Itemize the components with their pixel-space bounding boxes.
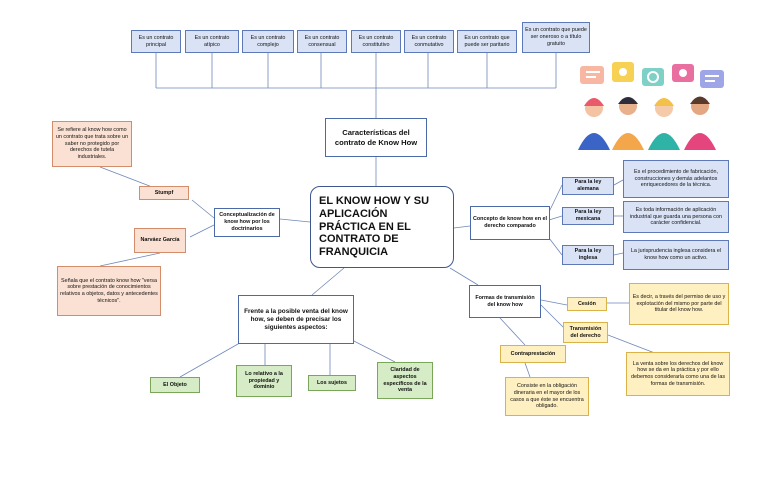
characteristic-atipico: Es un contrato atípico [185, 30, 239, 53]
characteristic-consensual: Es un contrato consensual [297, 30, 347, 53]
form-contraprestacion-description: Consiste en la obligación dineraria en e… [505, 377, 589, 416]
characteristic-complejo: Es un contrato complejo [242, 30, 294, 53]
law-english-description: La jurisprudencia inglesa considera el k… [623, 240, 729, 270]
characteristic-oneroso: Es un contrato que puede ser oneroso o a… [522, 22, 590, 53]
characteristic-constitutivo: Es un contrato constitutivo [351, 30, 401, 53]
aspect-property: Lo relativo a la propiedad y dominio [236, 365, 292, 397]
author-narvaez-label: Narváez García [134, 228, 186, 253]
law-german-label: Para la ley alemana [562, 177, 614, 195]
law-english-label: Para la ley inglesa [562, 245, 614, 265]
comparative-heading: Concepto de know how en el derecho compa… [470, 206, 550, 240]
form-transmission-label: Transmisión del derecho [563, 322, 608, 343]
form-contraprestacion-label: Contraprestación [500, 345, 566, 363]
transmission-heading: Formas de transmisión del know how [469, 285, 541, 318]
aspect-object: El Objeto [150, 377, 200, 393]
author-narvaez-description: Señala que el contrato know how "versa s… [57, 266, 161, 316]
aspect-subjects: Los sujetos [308, 375, 356, 391]
central-topic: EL KNOW HOW Y SU APLICACIÓN PRÁCTICA EN … [310, 186, 454, 268]
characteristic-principal: Es un contrato principal [131, 30, 181, 53]
conceptualization-heading: Conceptualización de know how por los do… [214, 208, 280, 237]
author-stumpf-description: Se refiere al know how como un contrato … [52, 121, 132, 167]
author-stumpf-label: Stumpf [139, 186, 189, 200]
law-german-description: Es el procedimiento de fabricación, cons… [623, 160, 729, 198]
law-mexican-description: Es toda información de aplicación indust… [623, 201, 729, 233]
people-speech-bubbles-icon [578, 62, 724, 150]
law-mexican-label: Para la ley mexicana [562, 207, 614, 225]
form-transmission-description: La venta sobre los derechos del know how… [626, 352, 730, 396]
form-cesion-label: Cesión [567, 297, 607, 311]
characteristics-heading: Características del contrato de Know How [325, 118, 427, 157]
form-cesion-description: Es decir, a través del permiso de uso y … [629, 283, 729, 325]
characteristic-paritario: Es un contrato que puede ser paritario [457, 30, 517, 53]
characteristic-conmutativo: Es un contrato conmutativo [404, 30, 454, 53]
aspects-heading: Frente a la posible venta del know how, … [238, 295, 354, 344]
aspect-sale-clarity: Claridad de aspectos específicos de la v… [377, 362, 433, 399]
